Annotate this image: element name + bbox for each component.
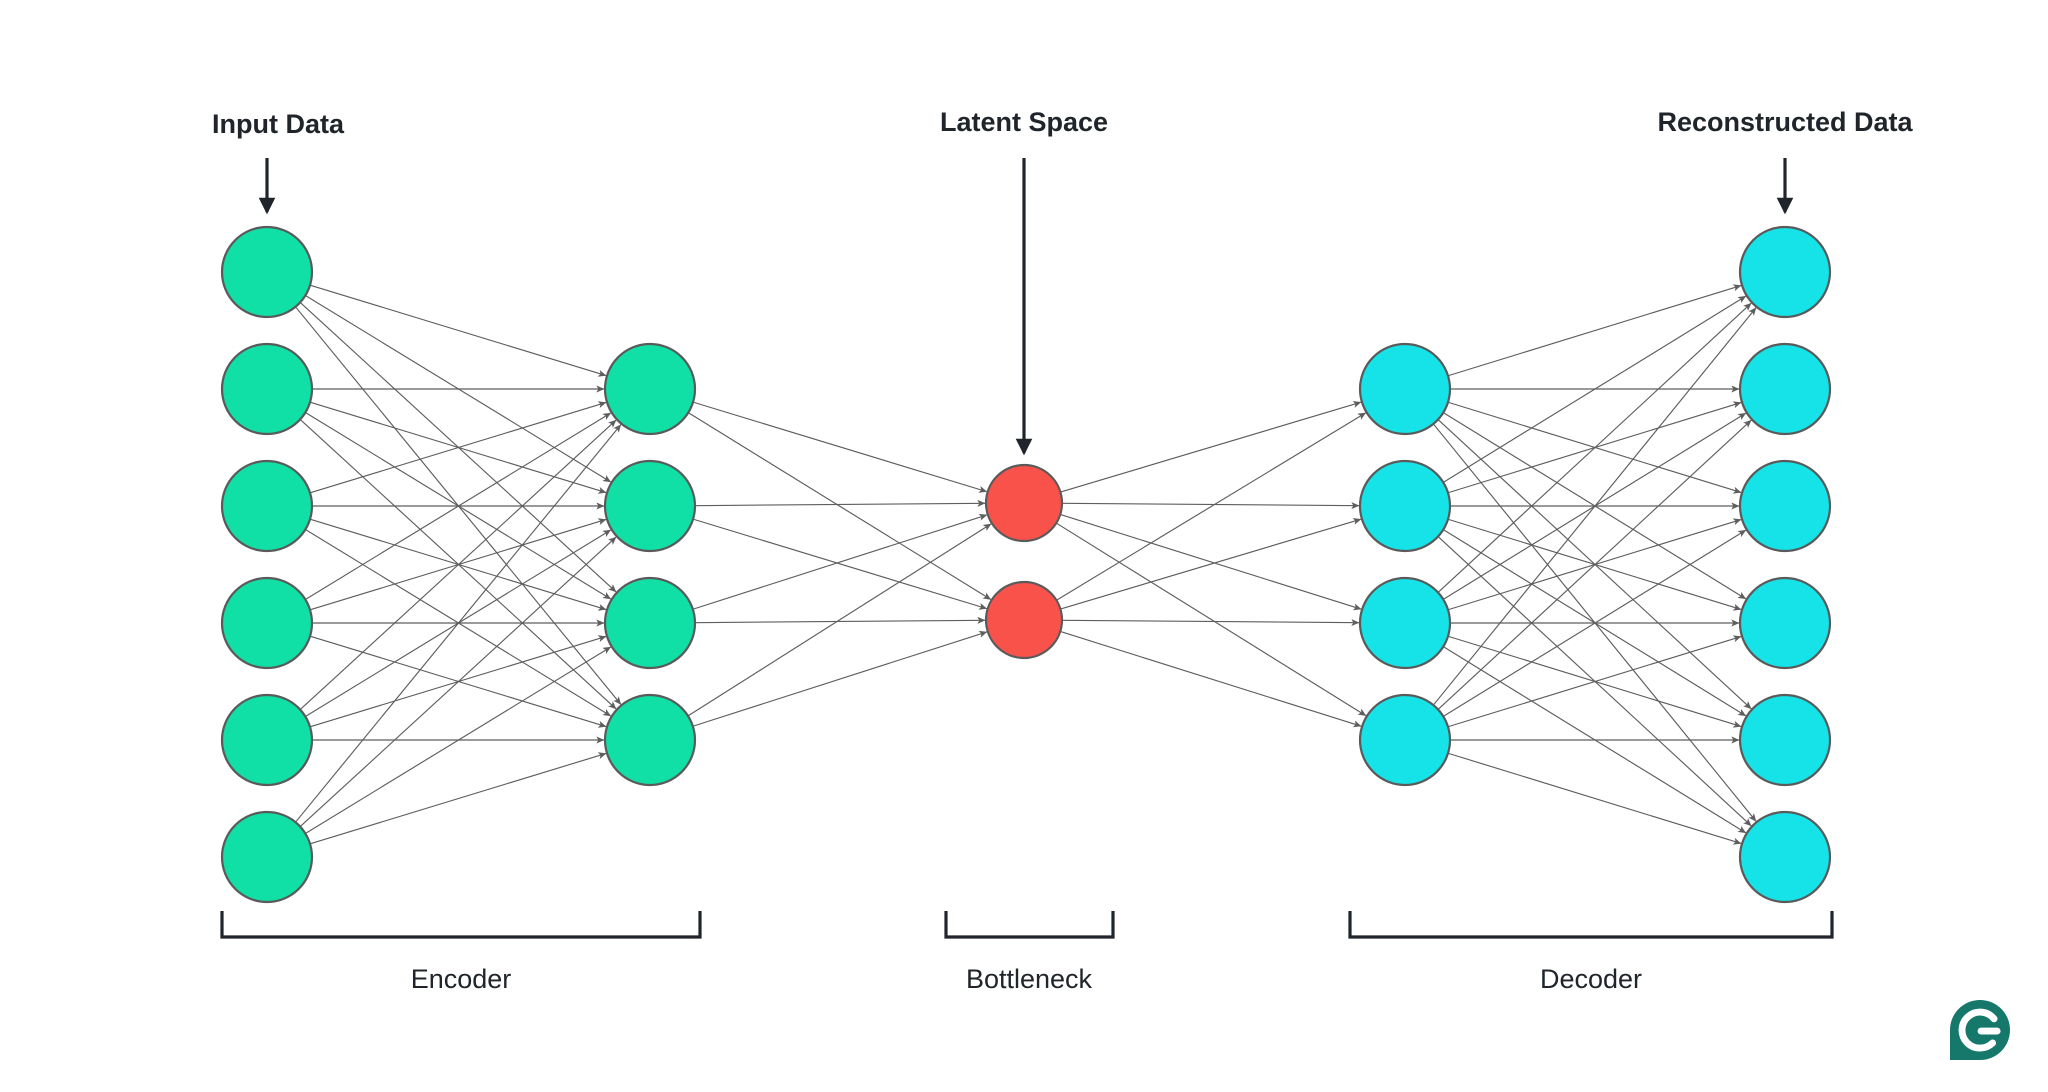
neuron-node-output[interactable]	[1738, 693, 1832, 787]
neuron-node-decoder_hidden[interactable]	[1358, 576, 1452, 670]
connection-edge	[295, 424, 622, 823]
connection-edge	[694, 499, 986, 507]
connection-edge	[309, 401, 607, 494]
neuron-node-output[interactable]	[1738, 225, 1832, 319]
neuron-node-output[interactable]	[1738, 576, 1832, 670]
connection-edge	[299, 419, 617, 711]
connection-edge	[687, 412, 992, 600]
neuron-node-encoder_hidden[interactable]	[603, 576, 697, 670]
logo-g-arc	[1958, 1008, 1998, 1052]
connection-edge	[1056, 412, 1367, 601]
neuron-node-input[interactable]	[220, 225, 314, 319]
connection-edge	[1447, 284, 1742, 377]
bracket-decoder	[1348, 911, 1834, 939]
neuron-node-input[interactable]	[220, 576, 314, 670]
neuron-node-output[interactable]	[1738, 810, 1832, 904]
connection-edge	[1437, 302, 1752, 593]
connection-edge	[687, 523, 992, 717]
connection-edge	[305, 412, 612, 601]
neuron-node-decoder_hidden[interactable]	[1358, 459, 1452, 553]
neuron-node-output[interactable]	[1738, 342, 1832, 436]
pointer-annotations: Input Data Latent Space Reconstructed Data	[212, 107, 1914, 456]
section-label-decoder: Decoder	[1540, 964, 1642, 994]
connection-edge	[309, 284, 607, 377]
connection-edge	[1447, 752, 1742, 845]
bracket-encoder	[220, 911, 702, 939]
neuron-nodes	[220, 225, 1832, 904]
latent-pointer-label: Latent Space	[940, 107, 1108, 137]
neuron-node-input[interactable]	[220, 810, 314, 904]
neuron-node-decoder_hidden[interactable]	[1358, 342, 1452, 436]
connection-edge	[1443, 529, 1747, 717]
connection-edge	[305, 646, 612, 835]
connection-edge	[692, 401, 988, 493]
bracket-bottleneck	[944, 911, 1115, 939]
neuron-node-input[interactable]	[220, 459, 314, 553]
connection-edge	[1432, 307, 1757, 706]
neuron-node-output[interactable]	[1738, 459, 1832, 553]
connection-edge	[1437, 419, 1752, 710]
connection-edge	[1443, 295, 1747, 483]
neuron-node-input[interactable]	[220, 342, 314, 436]
neuron-node-bottleneck[interactable]	[984, 463, 1064, 543]
input-pointer-label: Input Data	[212, 109, 345, 139]
neuron-node-bottleneck[interactable]	[984, 580, 1064, 660]
connection-edge	[1060, 630, 1362, 728]
connection-edge	[299, 536, 617, 828]
connection-edge	[309, 752, 607, 845]
neuron-node-decoder_hidden[interactable]	[1358, 693, 1452, 787]
connection-edge	[1447, 635, 1742, 728]
output-pointer-label: Reconstructed Data	[1657, 107, 1913, 137]
section-label-encoder: Encoder	[411, 964, 512, 994]
section-label-bottleneck: Bottleneck	[966, 964, 1093, 994]
section-brackets: Encoder Bottleneck Decoder	[220, 911, 1834, 994]
connection-edges	[295, 284, 1757, 845]
connection-edge	[692, 518, 988, 610]
grammarly-logo[interactable]	[1950, 1000, 2010, 1060]
neuron-node-encoder_hidden[interactable]	[603, 459, 697, 553]
connection-edge	[1061, 502, 1360, 510]
connection-edge	[1060, 517, 1362, 610]
connection-edge	[694, 616, 986, 624]
neuron-node-input[interactable]	[220, 693, 314, 787]
connection-edge	[1060, 513, 1362, 611]
connection-edge	[1061, 619, 1360, 627]
neuron-node-encoder_hidden[interactable]	[603, 342, 697, 436]
connection-edge	[1055, 522, 1367, 717]
connection-edge	[1060, 400, 1362, 493]
connection-edge	[692, 630, 988, 727]
connection-edge	[692, 513, 988, 610]
neuron-node-encoder_hidden[interactable]	[603, 693, 697, 787]
